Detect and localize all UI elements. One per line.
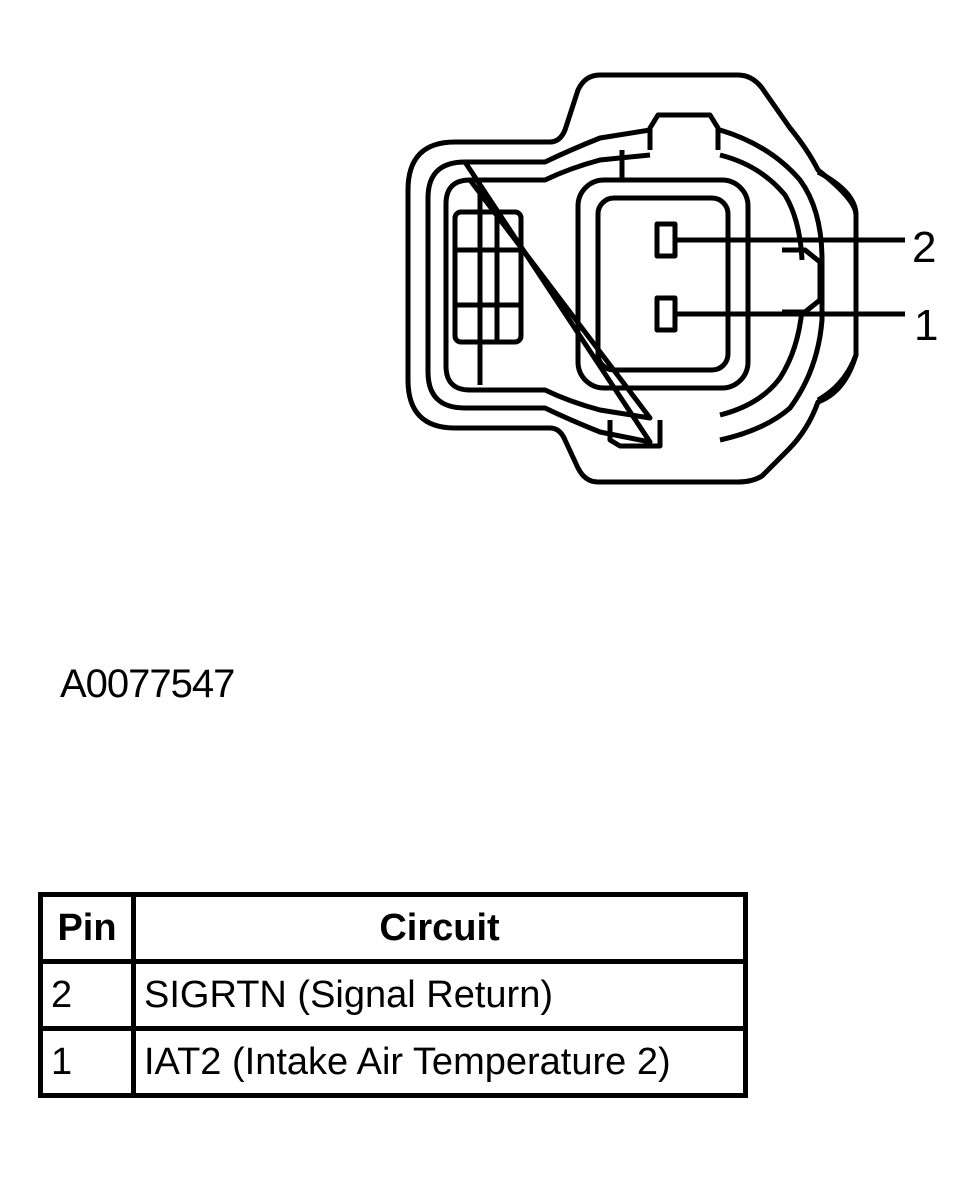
pin-table: Pin Circuit 2 SIGRTN (Signal Return) 1 I… bbox=[38, 892, 748, 1098]
connector-diagram: 2 1 bbox=[405, 72, 938, 485]
header-circuit: Circuit bbox=[131, 892, 748, 964]
cell-pin: 2 bbox=[38, 959, 136, 1031]
cell-circuit: SIGRTN (Signal Return) bbox=[131, 959, 748, 1031]
bottom-key bbox=[607, 420, 663, 449]
terminal-cavity-outer bbox=[575, 177, 751, 391]
terminal-2 bbox=[654, 221, 678, 259]
connector-housing-inner bbox=[425, 127, 825, 445]
connector-housing-outline bbox=[405, 72, 859, 485]
table-row: 2 SIGRTN (Signal Return) bbox=[38, 959, 748, 1031]
header-pin: Pin bbox=[38, 892, 136, 964]
cell-circuit: IAT2 (Intake Air Temperature 2) bbox=[131, 1026, 748, 1098]
table-row: 1 IAT2 (Intake Air Temperature 2) bbox=[38, 1026, 748, 1098]
figure-id: A0077547 bbox=[60, 662, 235, 706]
terminal-1 bbox=[654, 295, 678, 333]
top-key bbox=[647, 112, 721, 150]
right-ear bbox=[816, 169, 859, 403]
pin-label-1: 1 bbox=[914, 301, 938, 350]
table-header-row: Pin Circuit bbox=[38, 892, 748, 964]
connector-housing-contour bbox=[443, 152, 805, 421]
terminal-cavity-inner bbox=[595, 195, 731, 373]
cell-pin: 1 bbox=[38, 1026, 136, 1098]
pin-label-2: 2 bbox=[912, 223, 936, 272]
lock-latch bbox=[452, 209, 524, 345]
